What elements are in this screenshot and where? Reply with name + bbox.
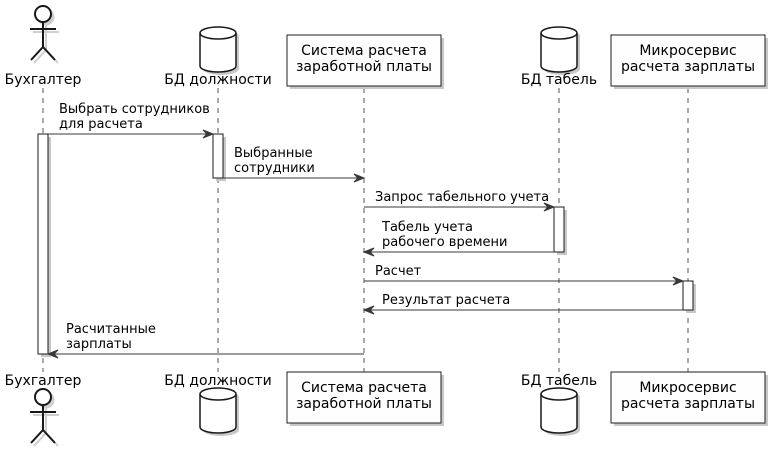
participant-accountant-bottom: Бухгалтер (5, 373, 82, 447)
database-icon (199, 26, 239, 75)
participant-label-line: БД должности (164, 72, 271, 88)
message-payroll_system-to-payroll_microservice: Расчет (364, 264, 685, 286)
participant-label: БД табель (521, 72, 597, 88)
arrowhead-icon (46, 349, 59, 359)
activation-bar-db_positions (212, 133, 224, 179)
message-label-line: Выбранные (234, 146, 313, 161)
message-label: Расчет (375, 264, 422, 279)
database-icon (540, 387, 580, 436)
participant-label-line: заработной платы (296, 59, 432, 75)
participant-label-line: расчета зарплаты (621, 59, 755, 75)
arrowhead-icon (362, 247, 375, 257)
participant-label: Бухгалтер (5, 72, 82, 88)
message-label-line: для расчета (59, 117, 143, 132)
arrowhead-icon (202, 129, 215, 139)
participant-label-line: БД табель (521, 72, 597, 88)
message-label-line: Результат расчета (382, 293, 510, 308)
activation-bar-payroll_microservice (682, 280, 694, 311)
message-label-line: Выбрать сотрудников (59, 102, 210, 117)
participant-label: БД табель (521, 373, 597, 389)
database-icon (199, 387, 239, 436)
activation-bar-accountant (37, 133, 49, 355)
message-label-line: Табель учета (381, 220, 473, 235)
arrowhead-icon (543, 202, 556, 212)
message-payroll_system-to-db_timesheet: Запрос табельного учета (364, 190, 556, 212)
participant-label-line: Микросервис (639, 43, 736, 59)
message-label-line: сотрудники (234, 161, 315, 176)
participant-accountant-top: Бухгалтер (5, 5, 82, 88)
participant-db_positions-bottom: БД должности (164, 373, 272, 436)
participant-db_timesheet-bottom: БД табель (521, 373, 597, 436)
participant-label-line: БД табель (521, 373, 597, 389)
arrowhead-icon (362, 305, 375, 315)
activation-bar-db_timesheet (553, 206, 565, 253)
participant-label: БД должности (164, 72, 271, 88)
message-label-line: зарплаты (66, 337, 132, 352)
participant-db_timesheet-top: БД табель (521, 26, 597, 88)
actor-icon (30, 5, 59, 64)
participant-db_positions-top: БД должности (164, 26, 272, 88)
message-label: Запрос табельного учета (375, 190, 549, 205)
participant-box (610, 371, 766, 424)
message-label: Результат расчета (382, 293, 510, 308)
participant-label-line: Бухгалтер (5, 373, 82, 389)
participant-box (610, 34, 766, 87)
participant-label-line: Бухгалтер (5, 72, 82, 88)
participant-label-line: заработной платы (296, 396, 432, 412)
message-payroll_microservice-to-payroll_system: Результат расчета (362, 293, 683, 315)
participant-label-line: Система расчета (301, 43, 427, 59)
participant-label-line: расчета зарплаты (621, 396, 755, 412)
message-label-line: Расчитанные (66, 322, 156, 337)
actor-icon (30, 388, 59, 447)
message-label-line: рабочего времени (382, 235, 507, 250)
participant-label-line: Система расчета (301, 380, 427, 396)
database-icon (540, 26, 580, 75)
message-label-line: Запрос табельного учета (375, 190, 549, 205)
message-label-line: Расчет (375, 264, 422, 279)
participant-label: Бухгалтер (5, 373, 82, 389)
participant-box (286, 371, 442, 424)
arrowhead-icon (672, 276, 685, 286)
participant-label-line: Микросервис (639, 380, 736, 396)
arrowhead-icon (353, 173, 366, 183)
participant-label: БД должности (164, 373, 271, 389)
participant-box (286, 34, 442, 87)
participant-label-line: БД должности (164, 373, 271, 389)
